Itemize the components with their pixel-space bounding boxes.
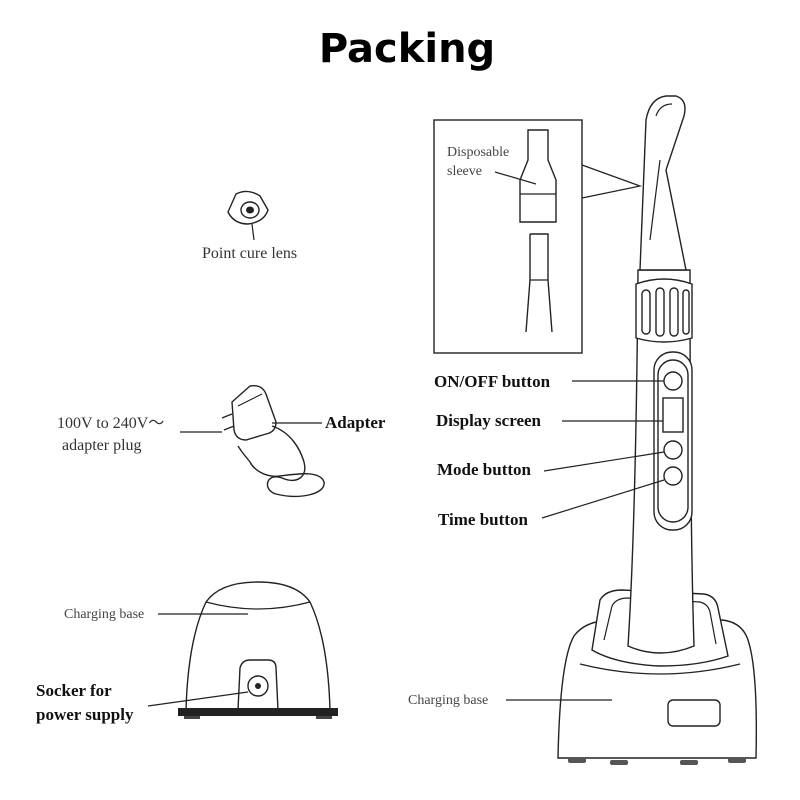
charging-base-left-label: Charging base xyxy=(64,607,144,622)
time-button-label: Time button xyxy=(438,510,528,529)
adapter-label: Adapter xyxy=(325,413,386,432)
adapter-cable xyxy=(249,425,325,498)
adapter-plug-label: 100V to 240V～ xyxy=(57,415,164,432)
adapter-prong-2 xyxy=(223,425,235,431)
power-socket-pin xyxy=(255,683,261,689)
socket-leader xyxy=(147,691,249,707)
guide-edge xyxy=(649,159,661,241)
lens-ring xyxy=(240,201,260,219)
grip-ridge-4 xyxy=(682,289,690,335)
handpiece-light-guide xyxy=(639,95,687,271)
left-charging-base: Charging base Socker for power supply xyxy=(36,581,338,724)
left-base-top-edge xyxy=(205,601,311,610)
inset-pointer xyxy=(581,164,643,199)
display-screen-graphic xyxy=(662,397,684,433)
adapter-barrel-plug xyxy=(241,451,251,463)
grip-ridge-3 xyxy=(669,287,679,337)
disposable-sleeve-inset: Disposable sleeve xyxy=(433,119,643,354)
mode-button-label: Mode button xyxy=(437,460,532,479)
left-foot-pad xyxy=(184,716,200,719)
disposable-sleeve-label: Disposable xyxy=(447,145,509,160)
on-off-button-label: ON/OFF button xyxy=(434,372,551,391)
point-cure-lens-label: Point cure lens xyxy=(202,245,297,262)
adapter: 100V to 240V～ adapter plug Adapter xyxy=(57,384,386,498)
right-foot-pad-2 xyxy=(610,760,628,765)
mode-button-leader xyxy=(543,451,665,472)
socket-label-2: power supply xyxy=(36,705,134,724)
time-button-leader xyxy=(541,479,665,519)
sleeve-illustration xyxy=(519,129,557,223)
light-guide-illustration xyxy=(525,233,553,333)
sleeve-leader-line xyxy=(494,171,537,185)
control-panel-inner xyxy=(657,359,689,523)
right-foot-pad-4 xyxy=(728,758,746,763)
left-base-foot xyxy=(178,708,338,716)
socket-label: Socker for xyxy=(36,681,112,700)
page-title: Packing xyxy=(319,26,495,72)
base-display-window xyxy=(667,699,721,727)
lens-center xyxy=(246,206,254,214)
adapter-plug-label-2: adapter plug xyxy=(62,437,142,454)
inset-frame xyxy=(433,119,583,354)
right-base-rim xyxy=(579,663,741,675)
time-button-graphic xyxy=(663,466,683,486)
left-foot-pad-2 xyxy=(316,716,332,719)
lens-leader xyxy=(251,223,255,241)
adapter-pin xyxy=(237,445,243,453)
grip-ridge xyxy=(641,289,651,335)
tip-highlight xyxy=(655,103,673,117)
charging-base-right-label: Charging base xyxy=(408,693,488,708)
on-off-button-graphic xyxy=(663,371,683,391)
disposable-sleeve-label-2: sleeve xyxy=(447,164,482,179)
mode-button-graphic xyxy=(663,440,683,460)
right-foot-pad xyxy=(568,758,586,763)
point-cure-lens: Point cure lens xyxy=(202,190,297,262)
display-screen-label: Display screen xyxy=(436,411,542,430)
grip-ridge-2 xyxy=(655,287,665,337)
adapter-prong xyxy=(221,413,233,419)
right-foot-pad-3 xyxy=(680,760,698,765)
curing-light-unit: ON/OFF button Display screen Mode button… xyxy=(408,95,758,765)
adapter-edge xyxy=(237,393,263,407)
adapter-body xyxy=(231,384,277,441)
